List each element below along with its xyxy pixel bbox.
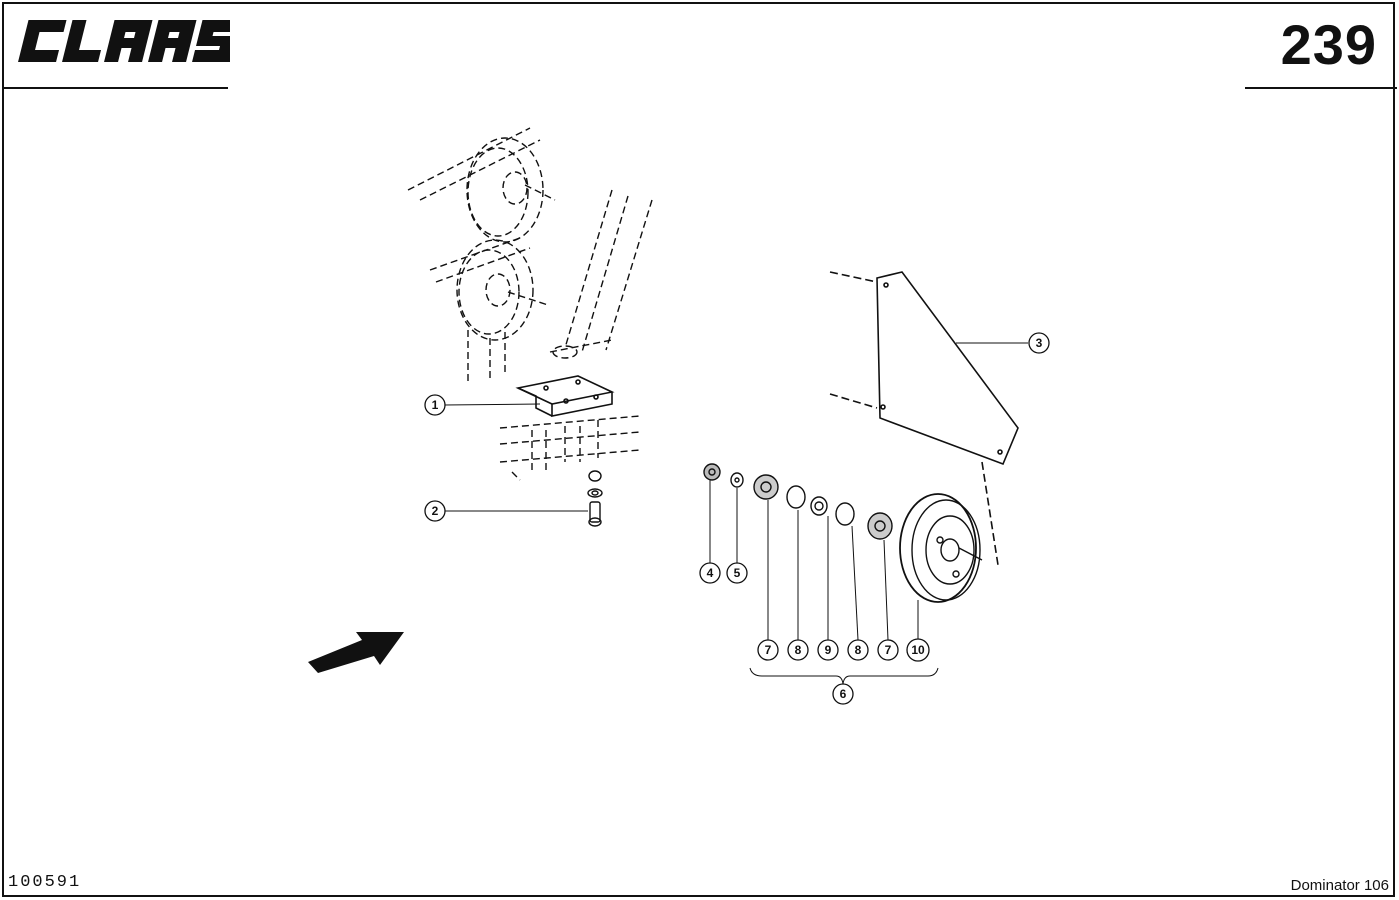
page-number: 239 bbox=[1280, 13, 1377, 76]
part-1-bracket bbox=[515, 375, 615, 417]
callout-7-left: 7 bbox=[765, 643, 772, 657]
direction-arrow-icon bbox=[308, 632, 404, 673]
callout-9: 9 bbox=[825, 643, 832, 657]
header-rule-left bbox=[2, 87, 228, 89]
part-3-plate bbox=[829, 271, 1019, 566]
callout-1: 1 bbox=[432, 398, 439, 412]
callout-3: 3 bbox=[1036, 336, 1043, 350]
model-name: Dominator 106 bbox=[1290, 877, 1389, 894]
callout-7-right: 7 bbox=[885, 643, 892, 657]
header-rule-right bbox=[1245, 87, 1397, 89]
callout-8-right: 8 bbox=[855, 643, 862, 657]
claas-logo-icon bbox=[18, 20, 230, 62]
callout-5: 5 bbox=[734, 566, 741, 580]
callout-2: 2 bbox=[432, 504, 439, 518]
callout-4: 4 bbox=[707, 566, 714, 580]
callout-6: 6 bbox=[840, 687, 847, 701]
callout-circles bbox=[424, 332, 1050, 705]
pulley-assembly bbox=[703, 463, 983, 603]
callout-10: 10 bbox=[911, 643, 925, 657]
document-code: 100591 bbox=[8, 873, 82, 892]
part-2-fasteners bbox=[587, 470, 603, 527]
background-pulleys bbox=[407, 127, 653, 481]
callout-8-left: 8 bbox=[795, 643, 802, 657]
